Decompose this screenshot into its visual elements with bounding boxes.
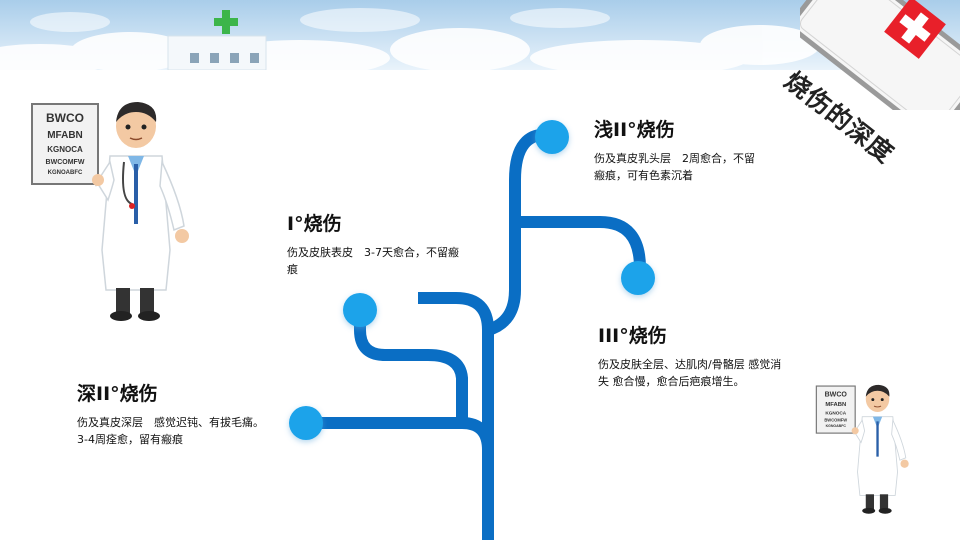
- eye-chart-row-1: BWCO: [46, 111, 84, 125]
- eye-chart-row-4: BWCOMFW: [824, 417, 847, 422]
- eye-chart-row-4: BWCOMFW: [46, 159, 85, 166]
- stage-2-title: 浅II°烧伤: [594, 119, 675, 141]
- red-cross-icon: [884, 0, 946, 59]
- branch-2: [354, 310, 468, 423]
- node-stage-4: [289, 406, 323, 440]
- stage-3-desc: 伤及皮肤全层、达肌肉/骨骼层 感觉消失 愈合慢，愈合后疤痕增生。: [598, 358, 782, 388]
- eye-chart-row-5: KGNOABFC: [826, 424, 847, 428]
- stage-1-desc: 伤及皮肤表皮 3-7天愈合，不留瘢痕: [287, 246, 459, 276]
- stage-4-title: 深II°烧伤: [77, 383, 158, 405]
- stage-3-title: III°烧伤: [598, 325, 667, 347]
- stage-1-block: I°烧伤 伤及皮肤表皮 3-7天愈合，不留瘢痕: [287, 212, 467, 278]
- stage-2-block: 浅II°烧伤 伤及真皮乳头层 2周愈合，不留瘢痕，可有色素沉着: [594, 118, 764, 184]
- hospital-icon: [167, 10, 267, 70]
- doctor-illustration-left: BWCO MFABN KGNOCA BWCOMFW KGNOABFC: [31, 102, 189, 321]
- stage-4-block: 深II°烧伤 伤及真皮深层 感觉迟钝、有拔毛痛。3-4周痊愈，留有瘢痕: [77, 382, 267, 448]
- node-stage-3: [621, 261, 655, 295]
- eye-chart-row-2: MFABN: [47, 130, 83, 141]
- stage-2-desc: 伤及真皮乳头层 2周愈合，不留瘢痕，可有色素沉着: [594, 152, 755, 182]
- eye-chart-row-5: KGNOABFC: [48, 170, 83, 176]
- node-stage-2: [535, 120, 569, 154]
- stage-3-block: III°烧伤 伤及皮肤全层、达肌肉/骨骼层 感觉消失 愈合慢，愈合后疤痕增生。: [598, 324, 788, 390]
- branch-3: [485, 128, 553, 336]
- eye-chart-row-3: KGNOCA: [47, 145, 83, 154]
- eye-chart-row-1: BWCO: [825, 392, 848, 399]
- doctor-illustration-right: BWCO MFABN KGNOCA BWCOMFW KGNOABFC: [815, 384, 909, 514]
- stage-1-title: I°烧伤: [287, 213, 342, 235]
- eye-chart-row-2: MFABN: [825, 402, 846, 408]
- stage-4-desc: 伤及真皮深层 感觉迟钝、有拔毛痛。3-4周痊愈，留有瘢痕: [77, 416, 264, 446]
- branch-4: [515, 216, 646, 269]
- eye-chart-row-3: KGNOCA: [825, 410, 846, 415]
- node-stage-1: [343, 293, 377, 327]
- trunk: [300, 417, 494, 540]
